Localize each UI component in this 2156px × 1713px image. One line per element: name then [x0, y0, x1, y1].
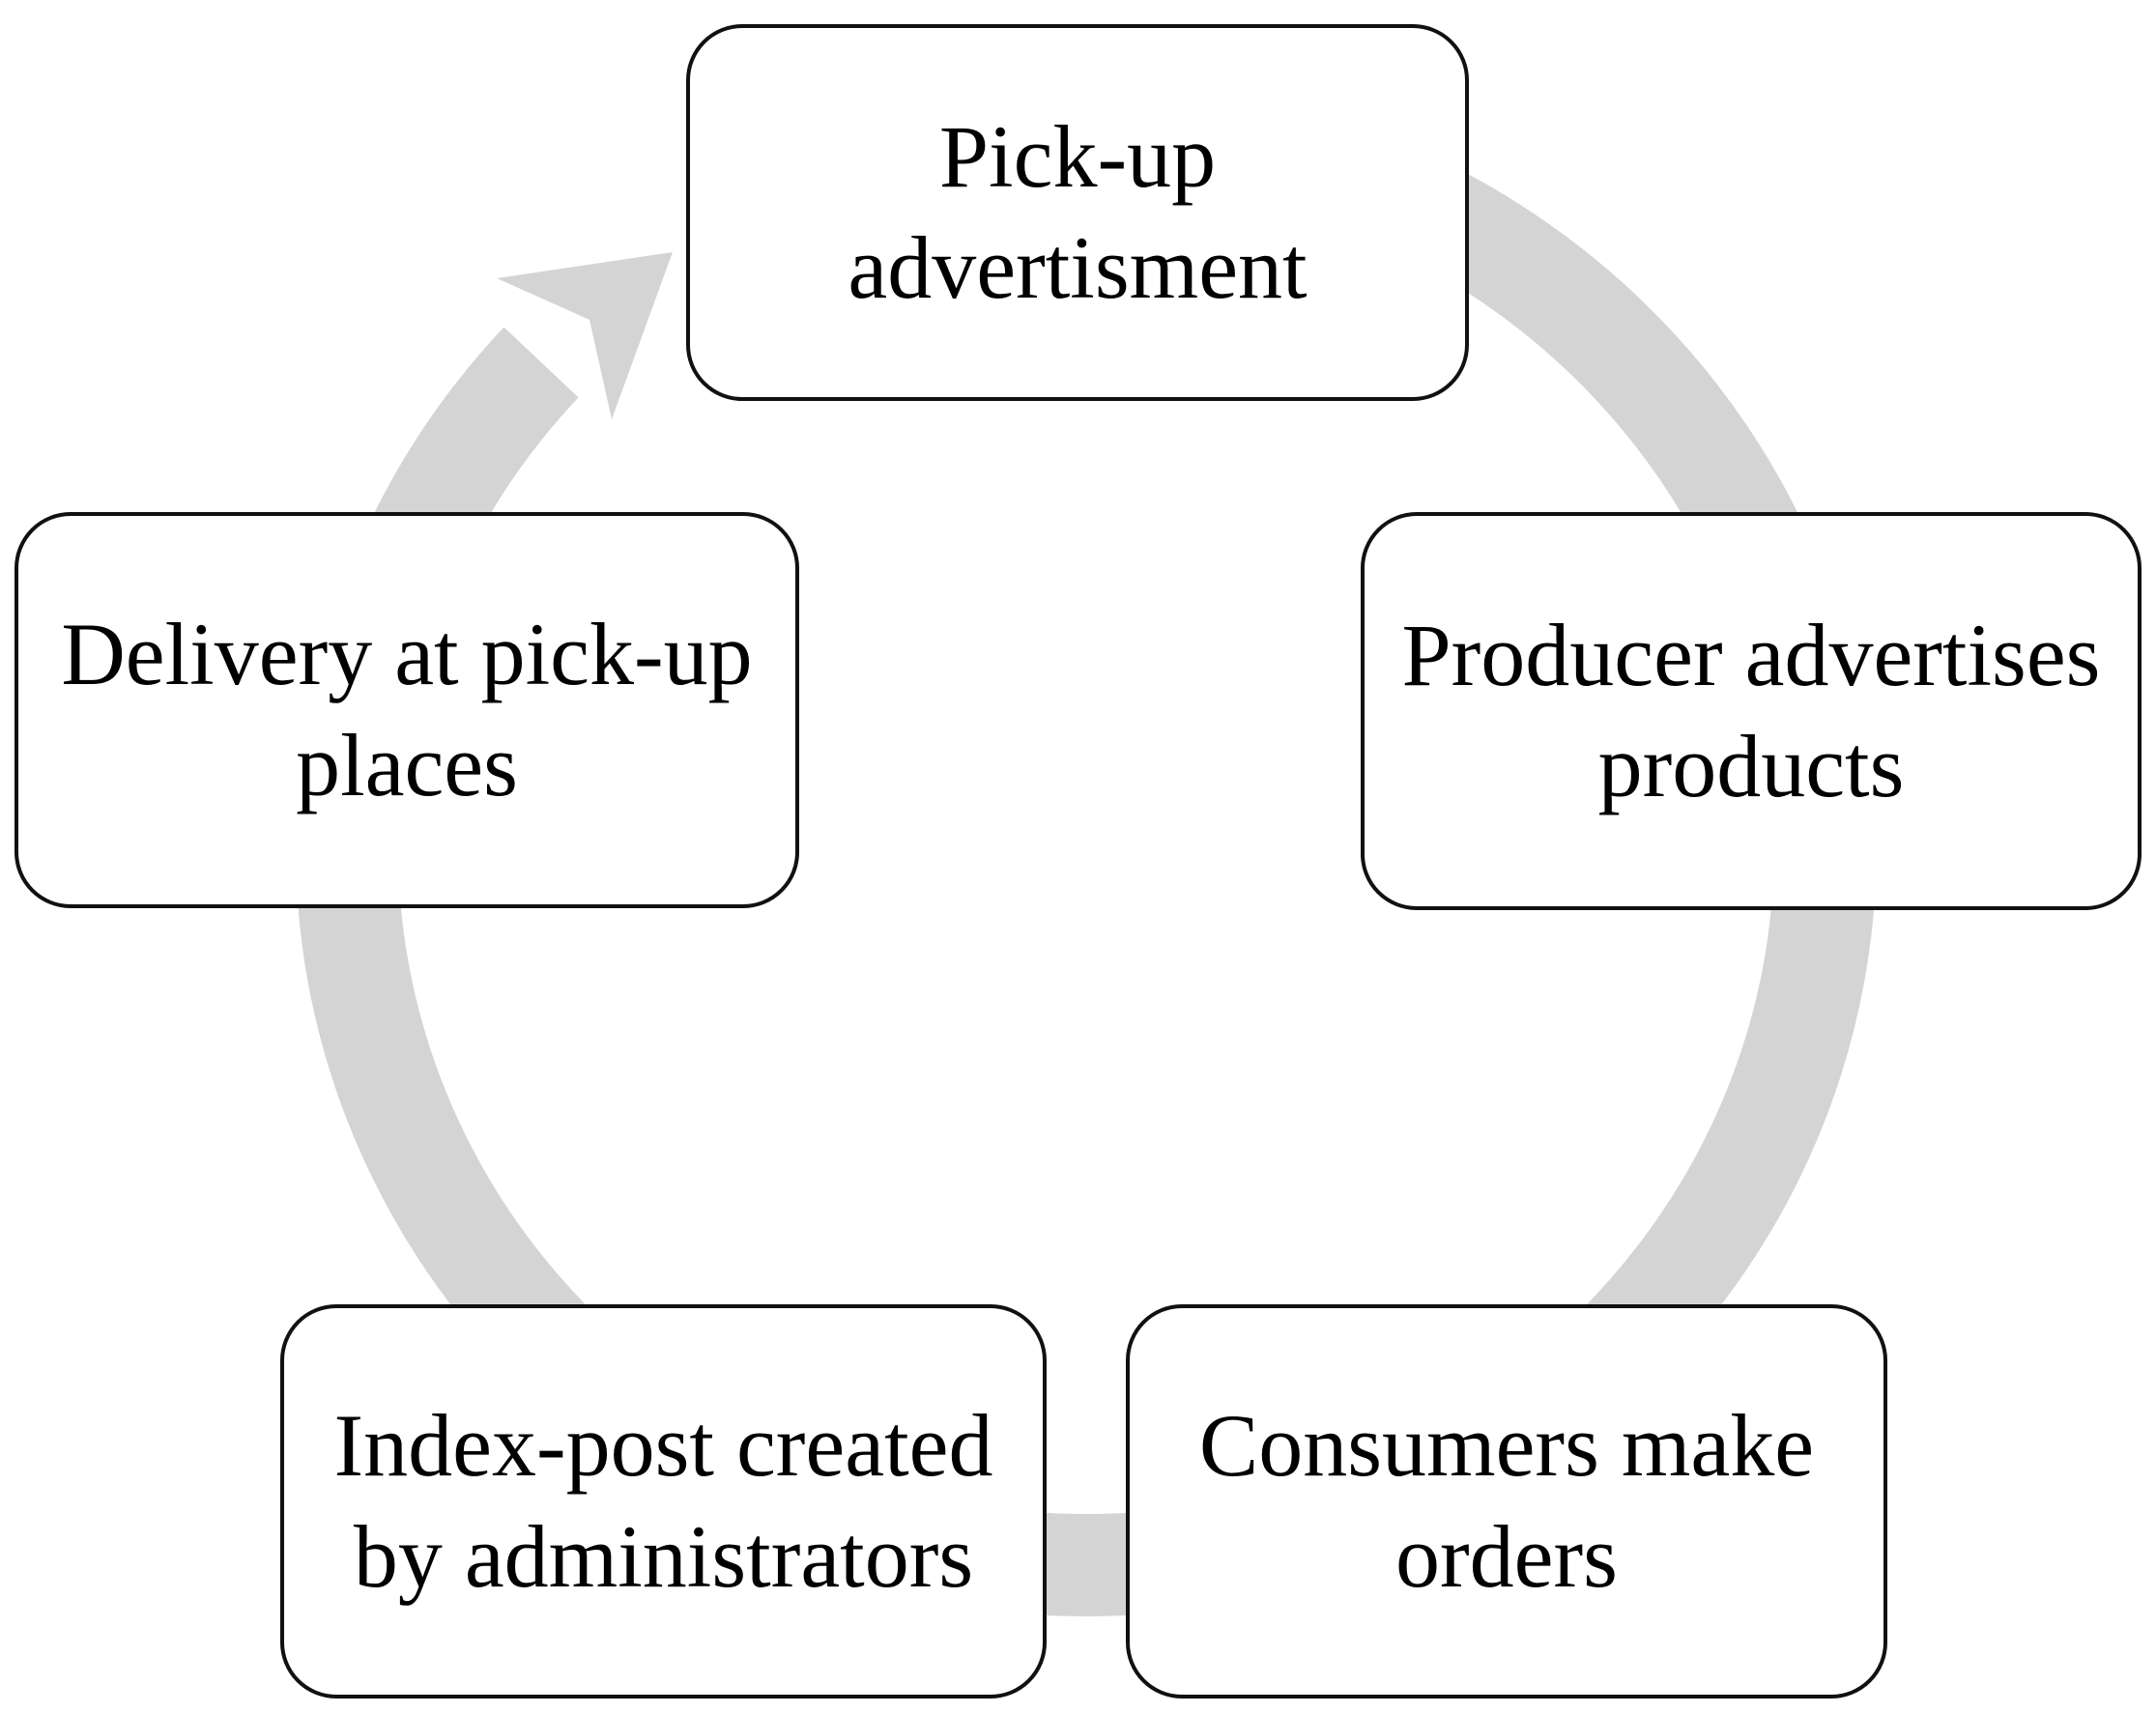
node-label: Index-post created by administrators	[333, 1396, 993, 1606]
node-pickup-advertisment: Pick-up advertisment	[686, 24, 1469, 401]
node-label: Consumers make orders	[1198, 1396, 1815, 1606]
node-label: Producer advertises products	[1401, 606, 2101, 815]
cycle-arrow-head-icon	[497, 252, 673, 419]
node-label: Delivery at pick-up places	[61, 605, 753, 814]
node-index-post-created: Index-post created by administrators	[280, 1304, 1047, 1699]
node-delivery-pickup-places: Delivery at pick-up places	[14, 512, 799, 908]
node-producer-advertises: Producer advertises products	[1361, 512, 2142, 910]
node-label: Pick-up advertisment	[848, 107, 1308, 317]
node-consumers-make-orders: Consumers make orders	[1126, 1304, 1887, 1699]
